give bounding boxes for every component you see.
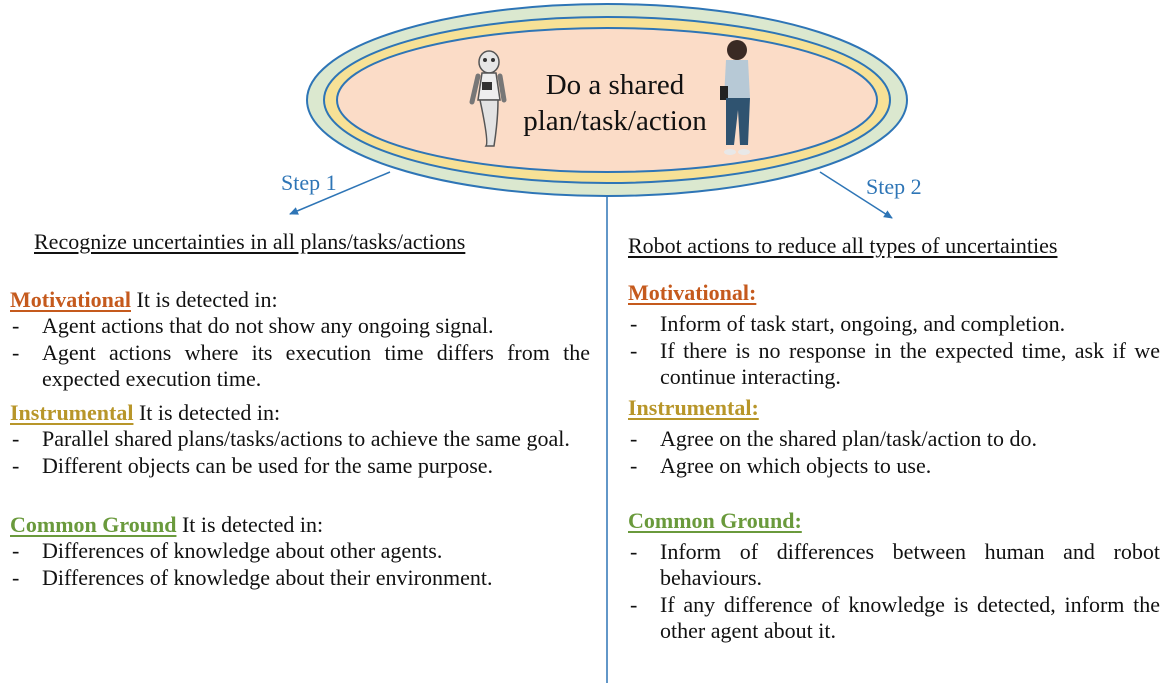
list-item: Differences of knowledge about other age… [10, 538, 590, 564]
left-motivational-title: Motivational It is detected in: [10, 287, 278, 313]
list-item: Agent actions that do not show any ongoi… [10, 313, 590, 339]
right-common-ground-label: Common Ground [628, 508, 795, 533]
list-item: Different objects can be used for the sa… [10, 453, 590, 479]
step2-arrow [819, 171, 893, 219]
right-instrumental-title: Instrumental: [628, 395, 759, 421]
left-instrumental-title: Instrumental It is detected in: [10, 400, 280, 426]
right-motivational-title: Motivational: [628, 280, 756, 306]
right-motivational-list: Inform of task start, ongoing, and compl… [628, 311, 1160, 391]
center-text-line2: plan/task/action [523, 105, 707, 137]
list-item: Differences of knowledge about their env… [10, 565, 590, 591]
list-item: If any difference of knowledge is detect… [628, 592, 1160, 644]
left-common-ground-list: Differences of knowledge about other age… [10, 538, 590, 592]
left-motivational-list: Agent actions that do not show any ongoi… [10, 313, 590, 393]
list-item: Agent actions where its execution time d… [10, 340, 590, 392]
step1-label: Step 1 [281, 170, 337, 195]
left-instrumental-suffix: It is detected in: [133, 400, 281, 425]
list-item: Parallel shared plans/tasks/actions to a… [10, 426, 590, 452]
left-motivational-label: Motivational [10, 287, 131, 312]
right-motivational-colon: : [749, 280, 757, 305]
left-common-ground-suffix: It is detected in: [176, 512, 324, 537]
robot-icon [469, 50, 507, 147]
step2-label: Step 2 [866, 174, 922, 199]
center-text-line1: Do a shared [546, 69, 685, 101]
step1-arrow [289, 171, 391, 215]
right-instrumental-list: Agree on the shared plan/task/action to … [628, 426, 1160, 480]
left-heading: Recognize uncertainties in all plans/tas… [34, 229, 466, 254]
left-common-ground-title: Common Ground It is detected in: [10, 512, 323, 538]
human-icon [720, 40, 750, 155]
right-instrumental-label: Instrumental [628, 395, 752, 420]
right-heading: Robot actions to reduce all types of unc… [628, 233, 1058, 258]
right-common-ground-title: Common Ground: [628, 508, 802, 534]
list-item: Agree on the shared plan/task/action to … [628, 426, 1160, 452]
right-common-ground-list: Inform of differences between human and … [628, 539, 1160, 645]
list-item: Inform of differences between human and … [628, 539, 1160, 591]
left-instrumental-label: Instrumental [10, 400, 134, 425]
left-motivational-suffix: It is detected in: [131, 287, 278, 312]
right-motivational-label: Motivational [628, 280, 749, 305]
right-common-ground-colon: : [794, 508, 802, 533]
left-common-ground-label: Common Ground [10, 512, 177, 537]
list-item: Inform of task start, ongoing, and compl… [628, 311, 1160, 337]
list-item: Agree on which objects to use. [628, 453, 1160, 479]
list-item: If there is no response in the expected … [628, 338, 1160, 390]
right-instrumental-colon: : [751, 395, 759, 420]
left-instrumental-list: Parallel shared plans/tasks/actions to a… [10, 426, 590, 480]
